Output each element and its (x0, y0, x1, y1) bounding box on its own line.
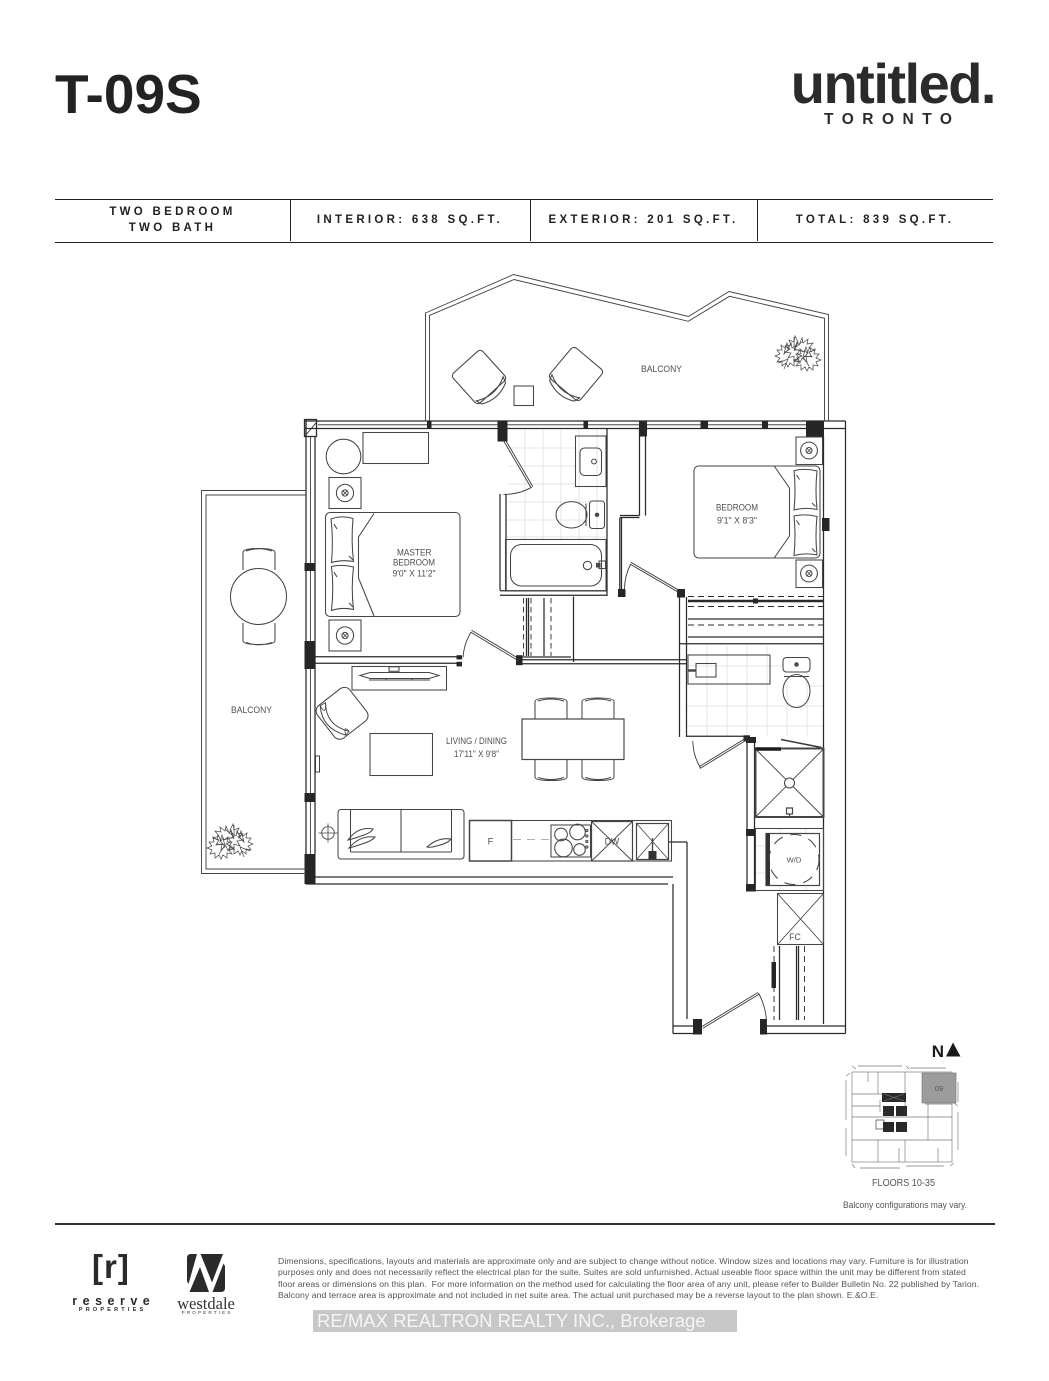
svg-text:N: N (932, 1042, 944, 1061)
svg-text:LIVING / DINING: LIVING / DINING (446, 736, 507, 746)
svg-text:BEDROOM: BEDROOM (393, 558, 435, 568)
svg-text:17'11" X 9'8": 17'11" X 9'8" (454, 749, 499, 759)
svg-text:FLOORS 10-35: FLOORS 10-35 (872, 1178, 935, 1189)
svg-text:FC: FC (789, 932, 801, 942)
svg-text:F: F (488, 837, 494, 848)
svg-text:Balcony configurations may var: Balcony configurations may vary. (843, 1200, 967, 1210)
svg-text:BALCONY: BALCONY (641, 364, 682, 374)
svg-text:09: 09 (935, 1084, 943, 1093)
svg-text:BEDROOM: BEDROOM (716, 503, 758, 513)
svg-text:9'1" X 8'3": 9'1" X 8'3" (717, 516, 757, 526)
svg-text:DW: DW (605, 837, 620, 847)
svg-text:W/D: W/D (787, 856, 802, 865)
svg-text:9'0" X 11'2": 9'0" X 11'2" (393, 568, 436, 578)
svg-text:BALCONY: BALCONY (231, 705, 272, 715)
svg-text:MASTER: MASTER (397, 548, 432, 558)
